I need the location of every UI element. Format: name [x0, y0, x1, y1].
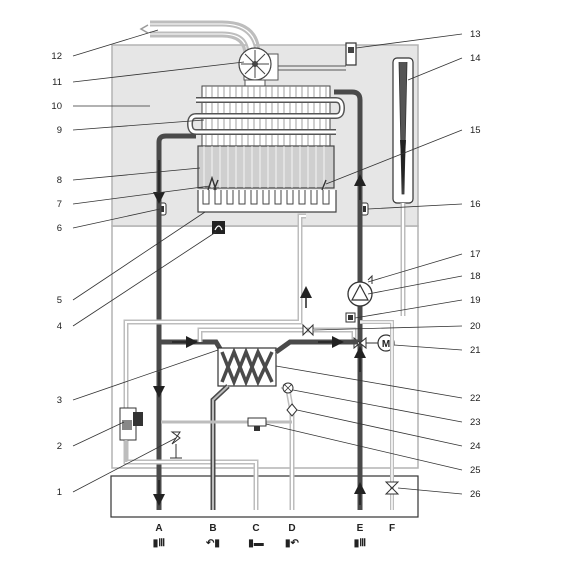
expansion-vessel	[392, 57, 414, 316]
dhw-heat-exchanger	[217, 347, 277, 387]
return-pipe	[334, 89, 366, 510]
connection-b-symbol: ↶▮	[205, 538, 220, 549]
callout-6: 6	[57, 223, 62, 234]
burner	[197, 190, 337, 213]
bypass-line	[197, 327, 357, 342]
callout-21: 21	[470, 345, 481, 356]
callout-2: 2	[57, 441, 62, 452]
callout-numbers-right: 13 14 15 16 17 18 19 20 21 22 23 24 25 2…	[470, 29, 481, 500]
callouts-right	[265, 33, 463, 495]
combustion-chamber	[197, 145, 335, 189]
connection-a-symbol: ▮Ⅲ	[153, 538, 166, 549]
connection-d-symbol: ▮↶	[285, 538, 300, 549]
callout-13: 13	[470, 29, 481, 40]
water-filter	[286, 403, 298, 417]
dhw-ntc-sensor	[247, 417, 267, 431]
callout-26: 26	[470, 489, 481, 500]
callout-16: 16	[470, 199, 481, 210]
callout-14: 14	[470, 53, 481, 64]
callout-11: 11	[52, 77, 62, 88]
callouts-left	[72, 29, 245, 493]
callout-9: 9	[57, 125, 62, 136]
circulating-pump	[347, 274, 373, 307]
callout-1: 1	[57, 487, 62, 498]
connection-c-symbol: ▮▬	[248, 538, 264, 549]
casing-lower	[111, 225, 419, 469]
callout-10: 10	[51, 101, 62, 112]
callout-25: 25	[470, 465, 481, 476]
callout-18: 18	[470, 271, 481, 282]
connection-a-letter: A	[155, 523, 162, 534]
connection-f-letter: F	[389, 523, 395, 534]
motor-label: M	[382, 339, 390, 350]
callout-23: 23	[470, 417, 481, 428]
flow-switch	[282, 382, 294, 394]
callout-3: 3	[57, 395, 62, 406]
connection-c-letter: C	[252, 523, 259, 534]
callout-20: 20	[470, 321, 481, 332]
callout-5: 5	[57, 295, 62, 306]
connection-labels: A B C D E F ▮Ⅲ ↶▮ ▮▬ ▮↶ ▮Ⅲ	[153, 523, 395, 549]
connection-e-symbol: ▮Ⅲ	[354, 538, 367, 549]
connection-b-letter: B	[209, 523, 216, 534]
callout-15: 15	[470, 125, 481, 136]
gas-nozzle	[212, 221, 225, 234]
safety-valve	[119, 407, 143, 462]
callout-19: 19	[470, 295, 481, 306]
fan	[238, 47, 279, 87]
callout-7: 7	[57, 199, 62, 210]
filling-tap	[384, 481, 400, 495]
drain-cock	[170, 431, 182, 459]
air-pressure-switch	[278, 42, 357, 71]
callout-numbers-left: 12 11 10 9 8 7 6 5 4 3 2 1	[51, 51, 62, 498]
callout-22: 22	[470, 393, 481, 404]
pressure-sensor	[345, 312, 356, 323]
bypass-valve	[302, 323, 314, 337]
connection-d-letter: D	[288, 523, 295, 534]
connection-e-letter: E	[357, 523, 364, 534]
callout-17: 17	[470, 249, 481, 260]
gas-pipe	[123, 213, 312, 510]
callout-4: 4	[57, 321, 62, 332]
filling-pipe	[360, 320, 394, 510]
callout-12: 12	[51, 51, 62, 62]
flow-pipe	[153, 133, 196, 510]
callout-24: 24	[470, 441, 481, 452]
primary-heat-exchanger	[186, 85, 346, 147]
callout-8: 8	[57, 175, 62, 186]
overheat-thermostat-15	[321, 179, 327, 191]
